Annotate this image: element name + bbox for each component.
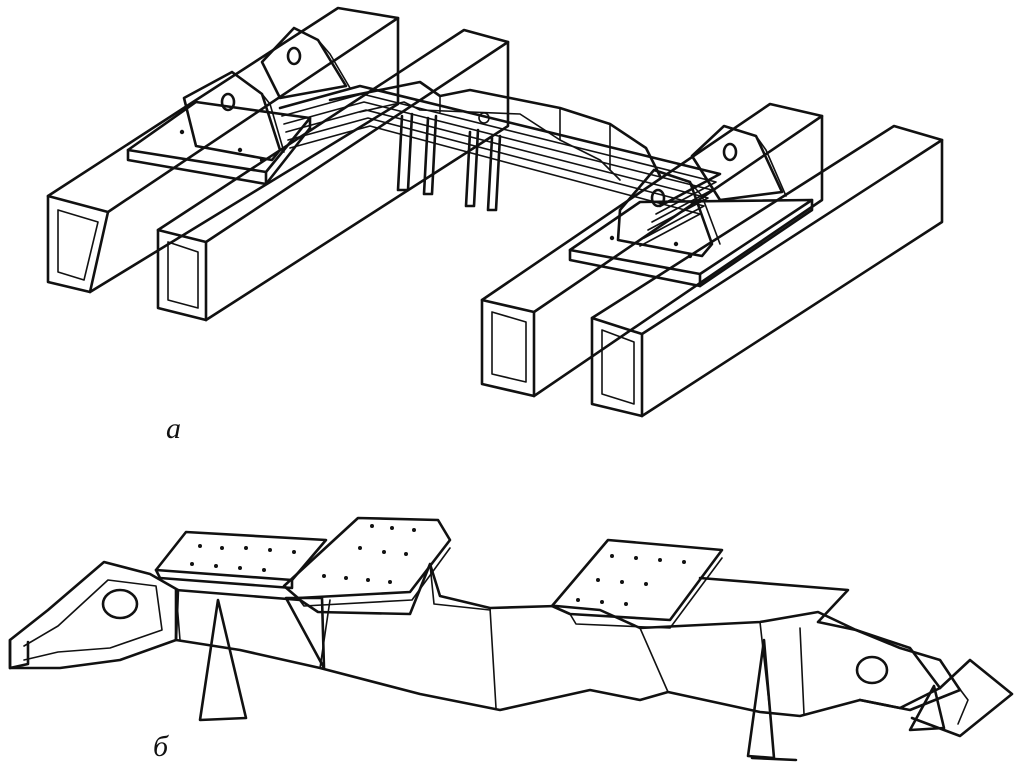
mounting-plate-centre-left xyxy=(282,516,452,607)
gusset-right xyxy=(746,638,798,762)
base-plate-left xyxy=(126,100,312,186)
panel-a-drawing xyxy=(46,6,944,418)
gusset-right-end xyxy=(908,684,946,732)
bracket-lug-right-rear xyxy=(690,124,787,202)
bracket-lug-left-front xyxy=(182,70,285,162)
base-plate-right xyxy=(568,198,814,288)
gusset-left xyxy=(198,598,248,722)
panel-b-drawing xyxy=(8,516,1014,762)
panel-a-label: а xyxy=(166,412,181,445)
gusset-centre xyxy=(284,596,326,670)
bracket-lug-right-front xyxy=(616,168,721,258)
end-bracket-left xyxy=(8,560,180,670)
bracket-lug-left-rear xyxy=(260,26,351,100)
spring-clips xyxy=(396,112,502,212)
leaf-spring-pack xyxy=(278,80,722,247)
mounting-plate-left xyxy=(154,530,328,590)
panel-b-label: б xyxy=(153,730,169,763)
mounting-plate-centre-right xyxy=(550,538,724,629)
end-bracket-right xyxy=(698,576,1014,738)
box-beam-front-left xyxy=(156,28,510,322)
box-beam-front-right xyxy=(590,124,944,418)
